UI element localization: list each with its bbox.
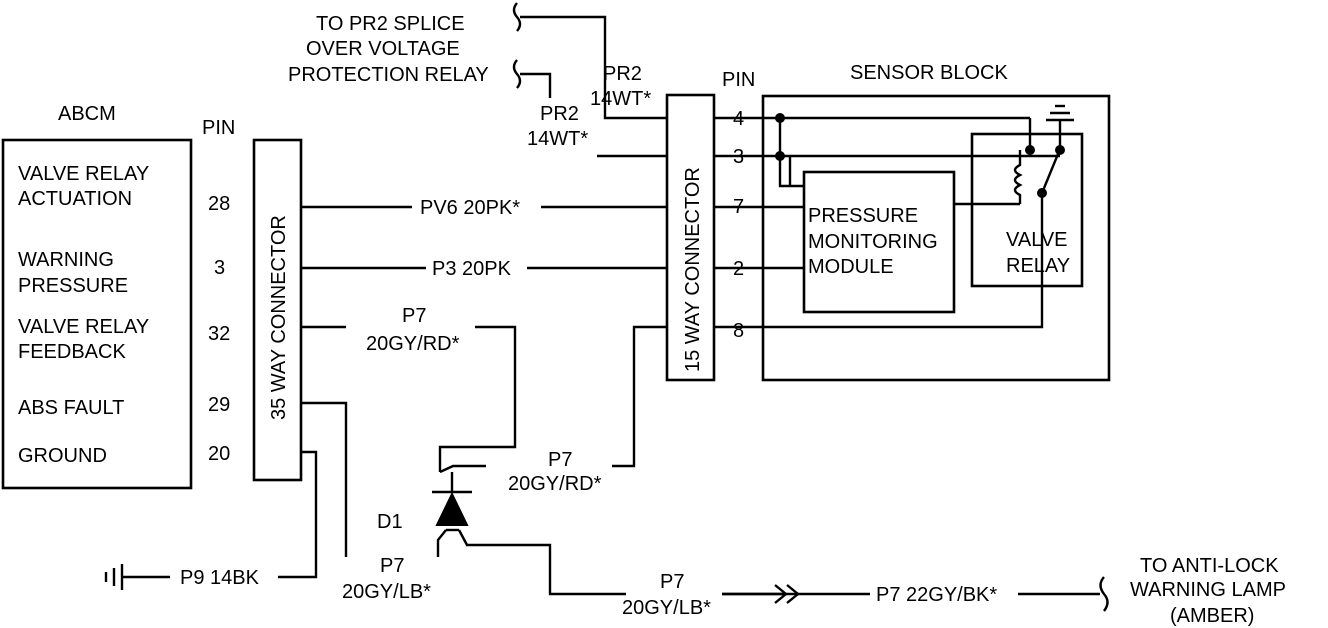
abcm-pin-28: 28: [208, 193, 230, 215]
chevron-2-icon: [786, 584, 800, 604]
connector-35-label: 35 WAY CONNECTOR: [268, 215, 290, 420]
connector-15-box: [665, 93, 716, 382]
abcm-row-1-line1: VALVE RELAY: [18, 163, 149, 185]
abcm-module: ABCM PIN VALVE RELAY ACTUATION 28 WARNIN…: [1, 103, 235, 490]
wire-pr2-b-top: [520, 72, 552, 98]
relay-line2: RELAY: [1006, 255, 1070, 277]
label-pv6: PV6 20PK*: [420, 197, 520, 219]
wires: [122, 15, 1100, 596]
label-p7-2-l1: P7: [548, 449, 572, 471]
abcm-row-5-line1: GROUND: [18, 445, 107, 467]
connector-35-box: [252, 138, 303, 482]
valve-relay-box: [970, 132, 1084, 288]
lamp-note-line2: WARNING LAMP: [1130, 579, 1286, 601]
label-pr2-b-l1: PR2: [540, 103, 579, 125]
pr2-note-line2: OVER VOLTAGE: [306, 38, 460, 60]
pr2-note-line1: TO PR2 SPLICE: [316, 13, 465, 35]
abcm-row-2-line1: WARNING: [18, 249, 114, 271]
abcm-title: ABCM: [58, 103, 116, 125]
wire-p7-to-15-a: [439, 464, 486, 474]
relay-switch-arm: [1040, 153, 1060, 194]
abcm-row-2-line2: PRESSURE: [18, 275, 128, 297]
relay-line1: VALVE: [1006, 229, 1068, 251]
label-p7-gy-bk: P7 22GY/BK*: [876, 584, 997, 606]
junction-dot-1: [775, 113, 785, 123]
wire-p7-lamp-a: [457, 529, 626, 596]
abcm-pin-32: 32: [208, 323, 230, 345]
sensor-pin-header: PIN: [722, 69, 755, 91]
sensor-pin-8: 8: [733, 320, 744, 342]
connector-15-way: 15 WAY CONNECTOR: [665, 93, 716, 382]
ground-symbol: [104, 564, 124, 590]
sensor-block: SENSOR BLOCK PIN 4 3 7 2 8 PRESSURE MONI…: [714, 62, 1111, 382]
connector-15-label: 15 WAY CONNECTOR: [682, 167, 704, 372]
wire-labels: PV6 20PK* P3 20PK P7 20GY/RD* P7 20GY/RD…: [180, 63, 997, 619]
wire-p7-29: [301, 401, 348, 557]
wire-p7-to-15-b: [612, 325, 667, 468]
break-mark-1: [512, 2, 522, 32]
abcm-box: [1, 138, 193, 490]
abcm-row-3-line2: FEEDBACK: [18, 341, 126, 363]
label-pr2-a-l2: 14WT*: [590, 88, 651, 110]
wire-pr2-a: [520, 15, 667, 120]
module-line1: PRESSURE: [808, 205, 918, 227]
diode-triangle-icon: [435, 491, 469, 526]
lamp-break-mark: [1099, 576, 1109, 612]
label-p7-4-l2: 20GY/LB*: [622, 597, 711, 619]
abcm-pin-20: 20: [208, 443, 230, 465]
pr2-note-line3: PROTECTION RELAY: [288, 64, 489, 86]
junction-dot-2: [775, 151, 785, 161]
module-line2: MONITORING: [808, 231, 938, 253]
pr2-break-symbols: [512, 2, 522, 89]
connector-35-way: 35 WAY CONNECTOR: [252, 138, 303, 482]
wire-p7-29-diode: [436, 529, 447, 557]
lamp-note: TO ANTI-LOCK WARNING LAMP (AMBER): [1130, 555, 1286, 627]
label-p3: P3 20PK: [432, 258, 512, 280]
label-p7-4-l1: P7: [660, 571, 684, 593]
diode-label: D1: [377, 511, 403, 533]
wire-p9-right: [278, 450, 318, 579]
pr2-note: TO PR2 SPLICE OVER VOLTAGE PROTECTION RE…: [288, 13, 489, 86]
wire-p7-32-b: [438, 325, 517, 472]
pressure-monitoring-module-box: [802, 170, 956, 314]
break-mark-2: [512, 59, 522, 89]
sensor-feed-4: [778, 118, 804, 188]
label-p9: P9 14BK: [180, 567, 260, 589]
sensor-line-8: [714, 285, 1044, 329]
sensor-block-title: SENSOR BLOCK: [850, 62, 1008, 84]
inline-connector-symbol: [722, 576, 1109, 612]
label-pr2-b-l2: 14WT*: [527, 128, 588, 150]
label-p7-1-l2: 20GY/RD*: [366, 333, 460, 355]
sensor-block-box: [761, 94, 1111, 382]
abcm-row-1-line2: ACTUATION: [18, 188, 132, 210]
abcm-pin-header: PIN: [202, 117, 235, 139]
abcm-row-3-line1: VALVE RELAY: [18, 316, 149, 338]
relay-coil-icon: [1013, 150, 1023, 204]
label-pr2-a-l1: PR2: [603, 63, 642, 85]
abcm-pin-29: 29: [208, 394, 230, 416]
chevron-1-icon: [774, 584, 788, 604]
lamp-note-line1: TO ANTI-LOCK: [1140, 555, 1279, 577]
lamp-note-line3: (AMBER): [1170, 605, 1254, 627]
diode-d1: D1: [377, 472, 472, 533]
abcm-pin-3: 3: [214, 257, 225, 279]
abcm-row-4-line1: ABS FAULT: [18, 397, 124, 419]
label-p7-1-l1: P7: [402, 305, 426, 327]
label-p7-3-l1: P7: [380, 555, 404, 577]
label-p7-3-l2: 20GY/LB*: [342, 581, 431, 603]
module-line3: MODULE: [808, 256, 894, 278]
label-p7-2-l2: 20GY/RD*: [508, 473, 602, 495]
